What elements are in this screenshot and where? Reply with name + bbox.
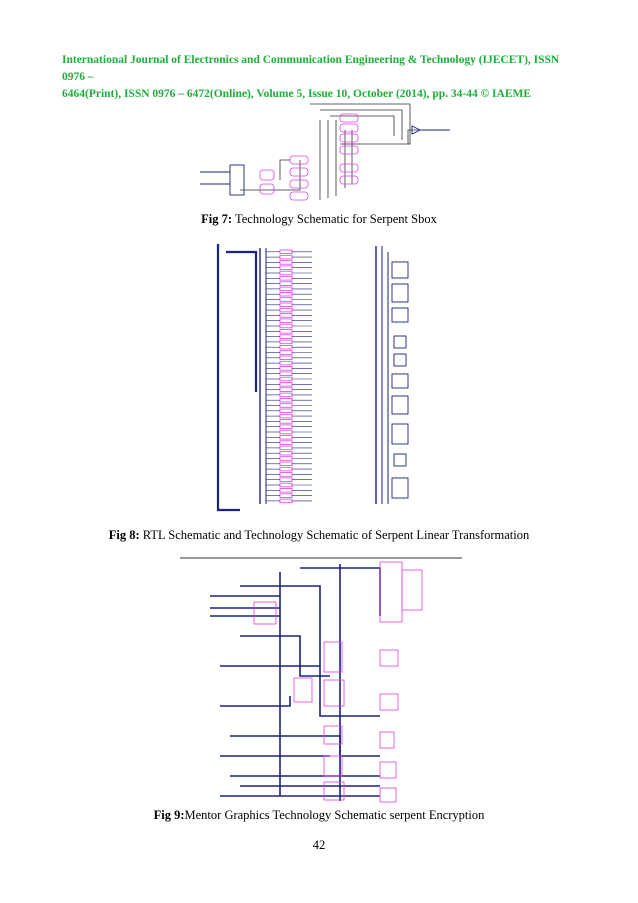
gate — [279, 397, 293, 403]
fig8-label: Fig 8: — [108, 528, 140, 542]
gate — [279, 466, 293, 472]
gate — [279, 445, 293, 451]
gate — [279, 366, 293, 371]
fig7-schematic — [200, 103, 450, 201]
gate — [279, 429, 293, 435]
fig9-label: Fig 9: — [153, 808, 185, 822]
fig8-schematic — [216, 244, 409, 512]
gate — [279, 286, 293, 292]
fig8-text: RTL Schematic and Technology Schematic o… — [139, 528, 530, 542]
gate — [279, 413, 293, 419]
gate — [279, 382, 293, 387]
page-number: 42 — [312, 838, 326, 852]
gate — [279, 355, 293, 360]
gate — [279, 339, 293, 345]
fig9-caption: Fig 9:Mentor Graphics Technology Schemat… — [0, 808, 638, 823]
header-line-2: 6464(Print), ISSN 0976 – 6472(Online), V… — [62, 88, 532, 100]
gate — [279, 403, 293, 408]
gate — [279, 376, 293, 382]
gate — [279, 334, 293, 339]
fig7-text: Technology Schematic for Serpent Sbox — [232, 212, 437, 226]
gate — [279, 371, 293, 376]
gate — [279, 313, 293, 318]
gate — [279, 387, 293, 392]
fig7-caption: Fig 7: Technology Schematic for Serpent … — [0, 212, 638, 227]
header-line-1: International Journal of Electronics and… — [62, 54, 560, 83]
gate — [279, 265, 293, 270]
fig9-text: Mentor Graphics Technology Schematic ser… — [184, 808, 485, 822]
gate — [279, 350, 293, 355]
gate — [279, 461, 293, 466]
gate — [279, 249, 293, 254]
gate — [279, 498, 293, 504]
fig9-schematic — [180, 557, 462, 803]
gate — [279, 493, 293, 498]
gate — [279, 456, 293, 461]
fig7-label: Fig 7: — [201, 212, 233, 226]
gate — [279, 302, 293, 307]
gate — [279, 488, 293, 493]
gate — [279, 435, 293, 440]
gate — [279, 424, 293, 429]
gate — [279, 360, 293, 366]
gate — [279, 260, 293, 265]
gate — [279, 345, 293, 350]
gate — [279, 323, 293, 329]
gate — [279, 329, 293, 334]
gate — [279, 281, 293, 286]
fig8-caption: Fig 8: RTL Schematic and Technology Sche… — [0, 528, 638, 543]
gate — [279, 482, 293, 488]
gate — [279, 477, 293, 482]
journal-header: International Journal of Electronics and… — [62, 52, 582, 103]
gate — [279, 270, 293, 276]
gate — [279, 292, 293, 297]
gate — [279, 307, 293, 313]
gate — [279, 297, 293, 302]
gate — [279, 408, 293, 413]
gate — [279, 419, 293, 424]
gate — [279, 392, 293, 398]
gate — [279, 440, 293, 445]
gate — [279, 254, 293, 260]
gate — [279, 318, 293, 323]
gate — [279, 472, 293, 477]
gate — [279, 276, 293, 281]
gate — [279, 450, 293, 456]
